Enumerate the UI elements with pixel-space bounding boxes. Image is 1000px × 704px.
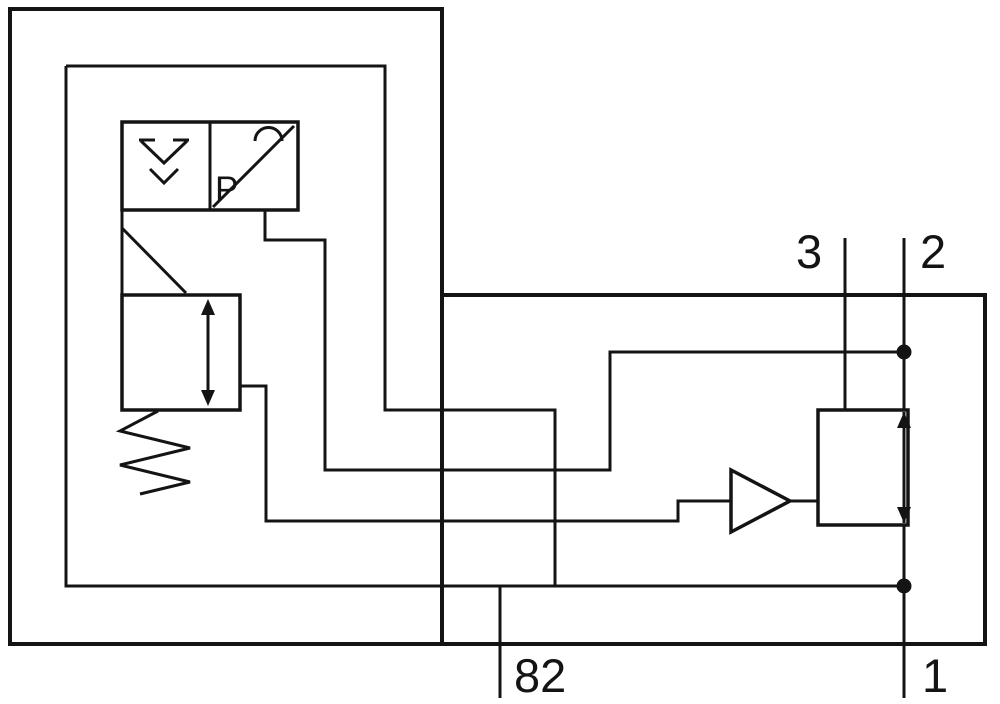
pilot-valve-box — [120, 293, 242, 412]
connection-dot-lower — [896, 578, 912, 594]
lever-icon — [120, 210, 188, 295]
port-1-label: 1 — [922, 649, 949, 702]
pressure-symbol-label: P — [215, 170, 239, 209]
spring-icon — [115, 409, 191, 496]
sensor-feedback-line — [263, 210, 904, 472]
proportional-valve-icon — [139, 138, 189, 186]
main-valve-arrow-icon — [897, 412, 911, 523]
pressure-sensor-icon — [211, 124, 296, 209]
pilot-valve-arrow-icon — [201, 299, 215, 406]
port-2-label: 2 — [920, 225, 947, 278]
inner-line-bottom — [64, 66, 904, 588]
connection-dot-upper — [896, 344, 912, 360]
port-82-label: 82 — [514, 649, 567, 702]
pilot-symbol-box — [120, 120, 300, 212]
amplifier-icon — [729, 467, 794, 535]
main-valve-frame — [816, 408, 910, 527]
amplifier-input-line — [240, 384, 731, 523]
port-3-label: 3 — [796, 225, 823, 278]
main-valve-box — [816, 408, 911, 527]
pilot-valve-frame — [120, 293, 242, 412]
